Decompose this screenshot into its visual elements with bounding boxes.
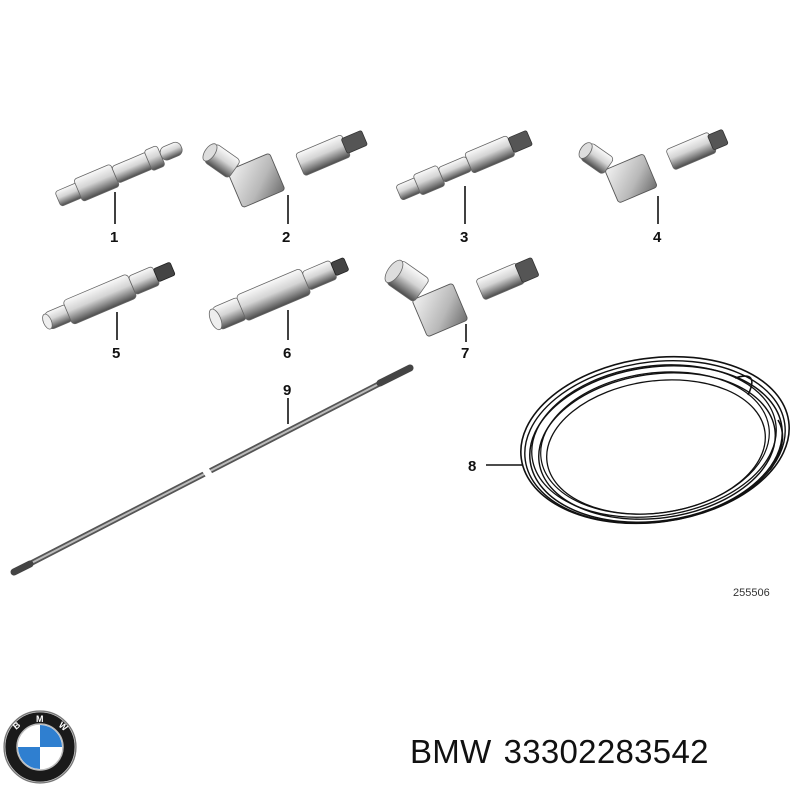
callout-2: 2	[282, 229, 290, 246]
brand-name: BMW	[410, 733, 492, 770]
part-4-connector	[578, 129, 729, 203]
leader-lines	[114, 186, 659, 466]
callout-9: 9	[283, 382, 291, 399]
part-6-connector	[208, 257, 349, 331]
svg-text:M: M	[36, 714, 44, 724]
svg-text:B: B	[11, 719, 23, 731]
callout-6: 6	[283, 345, 291, 362]
part-9-rod	[10, 364, 414, 576]
part-1-connector	[55, 141, 183, 207]
callout-3: 3	[460, 229, 468, 246]
part-3-connector	[396, 130, 533, 200]
callout-5: 5	[112, 345, 120, 362]
part-8-cable-coil	[520, 355, 790, 525]
callout-1: 1	[110, 229, 118, 246]
bmw-logo-icon: B M W	[3, 710, 77, 784]
part-5-connector	[42, 262, 176, 330]
part-7-connector	[384, 257, 539, 337]
callout-4: 4	[653, 229, 662, 246]
diagram-code: 255506	[733, 587, 770, 599]
part-2-connector	[202, 130, 368, 208]
callout-8: 8	[468, 458, 476, 475]
part-number: 33302283542	[503, 733, 709, 770]
part-caption: BMW 33302283542	[410, 733, 790, 771]
callout-7: 7	[461, 345, 469, 362]
